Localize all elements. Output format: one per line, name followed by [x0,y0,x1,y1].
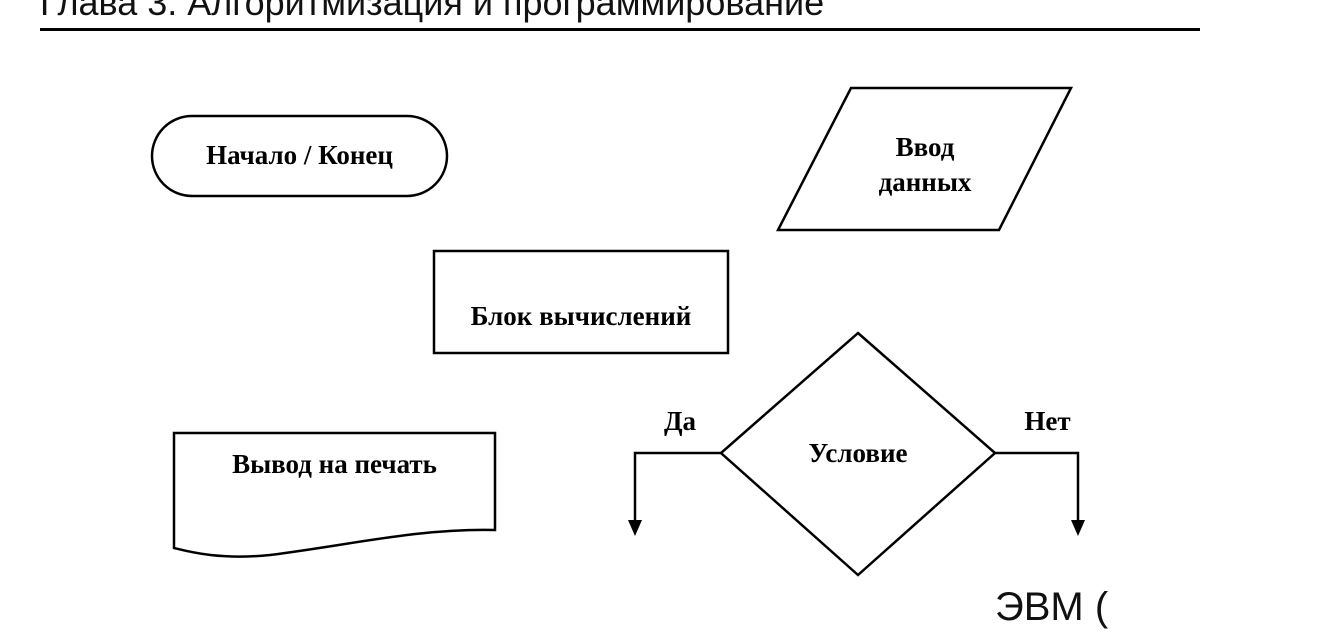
chapter-header: Глава 3. Алгоритмизация и программирован… [40,0,825,23]
condition-label: Условие [808,438,908,468]
no-arrowhead [1071,520,1085,536]
process-rectangle [432,249,730,355]
flowchart-shapes [150,86,1085,577]
input-label-line2: данных [878,167,972,198]
no-branch-line [995,451,1080,522]
input-label: Ввод данных [845,130,1005,200]
footer-partial-text: ЭВМ ( [995,585,1109,629]
yes-arrowhead [628,520,642,536]
yes-label: Да [663,406,697,436]
document-shape [172,431,497,558]
no-label: Нет [1024,406,1071,436]
input-label-line1: Ввод [895,132,955,162]
start-end-label: Начало / Конец [206,140,393,170]
terminator-shape [150,114,449,198]
decision-diamond [719,331,997,577]
header-rule [40,28,1200,31]
output-label: Вывод на печать [232,449,437,479]
process-label: Блок вычислений [470,301,692,331]
yes-branch-line [633,451,721,522]
input-parallelogram [775,86,1074,232]
